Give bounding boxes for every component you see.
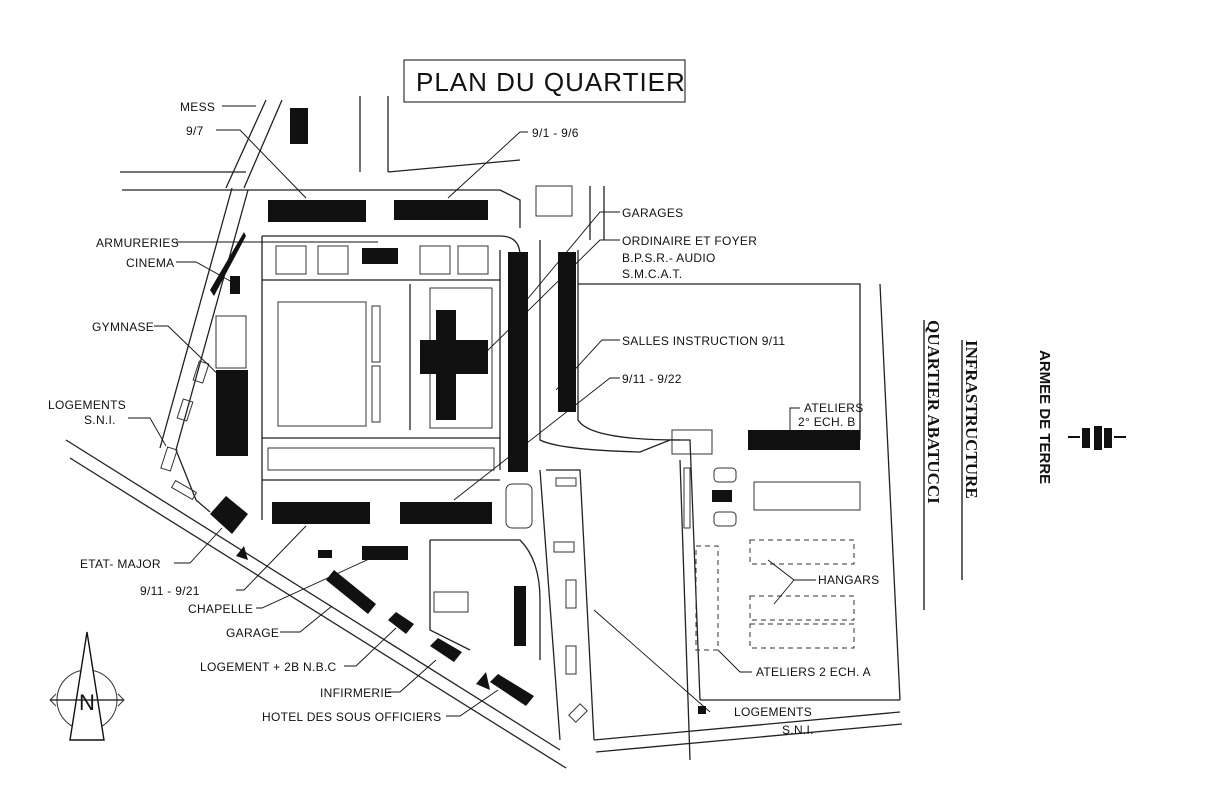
label-logement-nbc: LOGEMENT + 2B N.B.C (200, 660, 337, 674)
building-logement-nbc (388, 612, 414, 634)
map-title: PLAN DU QUARTIER (403, 59, 686, 103)
building-garages (508, 252, 528, 472)
label-9-11-9-22: 9/11 - 9/22 (622, 372, 682, 386)
building-armureries (210, 232, 246, 296)
label-ateliers-2a: ATELIERS 2 ECH. A (756, 665, 871, 679)
label-salles-instruction: SALLES INSTRUCTION 9/11 (622, 334, 785, 348)
building-ateliers-2-ech-b (748, 430, 860, 450)
label-cinema: CINEMA (126, 256, 174, 270)
label-logements-sni-east-2: S.N.I. (782, 723, 814, 737)
building-9-1-9-6 (394, 200, 488, 220)
label-garage: GARAGE (226, 626, 279, 640)
label-ateliers-2b: ATELIERS (804, 401, 864, 415)
building-9-11-9-21 (272, 502, 370, 524)
building-ordinaire-foyer (558, 252, 576, 412)
label-logements-sni-west-2: S.N.I. (84, 413, 116, 427)
label-infirmerie: INFIRMERIE (320, 686, 392, 700)
building-9-7 (268, 200, 366, 222)
label-chapelle: CHAPELLE (188, 602, 253, 616)
label-bpsr-audio: B.P.S.R.- AUDIO (622, 251, 716, 265)
label-ateliers-2b-2: 2° ECH. B (798, 415, 856, 429)
building-infirmerie (430, 638, 462, 662)
compass-north-arrow-icon: N (49, 631, 125, 741)
leader-lines (128, 105, 816, 717)
side-title-quartier: QUARTIER ABATUCCI (924, 320, 943, 504)
label-logements-sni-west: LOGEMENTS (48, 398, 126, 412)
label-9-11-9-21: 9/11 - 9/21 (140, 584, 200, 598)
building-center-north (362, 248, 398, 264)
building-chapelle (362, 546, 408, 560)
label-smcat: S.M.C.A.T. (622, 267, 682, 281)
army-emblem-icon (1068, 426, 1126, 450)
building-etat-major (210, 496, 248, 534)
building-gymnase (216, 370, 248, 456)
building-mess (290, 108, 308, 144)
building-cinema (230, 276, 240, 294)
building-hotel-sous-officiers (490, 674, 534, 706)
side-titles: QUARTIER ABATUCCI INFRASTRUCTURE ARMEE D… (923, 320, 1053, 610)
label-mess: MESS (180, 100, 215, 114)
label-garages: GARAGES (622, 206, 683, 220)
map-labels: MESS 9/7 9/1 - 9/6 ARMURERIES CINEMA GYM… (48, 100, 879, 737)
outlined-buildings (160, 360, 861, 723)
compass-letter: N (79, 690, 95, 715)
label-9-7: 9/7 (186, 124, 204, 138)
label-hotel-sous-officiers: HOTEL DES SOUS OFFICIERS (262, 710, 441, 724)
side-title-infrastructure: INFRASTRUCTURE (962, 340, 981, 499)
label-gymnase: GYMNASE (92, 320, 154, 334)
label-hangars: HANGARS (818, 573, 879, 587)
map-title-text: PLAN DU QUARTIER (416, 67, 686, 97)
building-salles-instruction-wing (420, 340, 488, 374)
label-etat-major: ETAT- MAJOR (80, 557, 161, 571)
label-ordinaire-foyer: ORDINAIRE ET FOYER (622, 234, 757, 248)
road-network (65, 96, 903, 769)
label-logements-sni-east: LOGEMENTS (734, 705, 812, 719)
label-armureries: ARMURERIES (96, 236, 179, 250)
building-9-11-9-22 (400, 502, 492, 524)
building-garage (326, 570, 376, 614)
label-9-1-9-6: 9/1 - 9/6 (532, 126, 579, 140)
side-title-armee-de-terre: ARMEE DE TERRE (1036, 350, 1053, 484)
buildings (210, 108, 860, 714)
